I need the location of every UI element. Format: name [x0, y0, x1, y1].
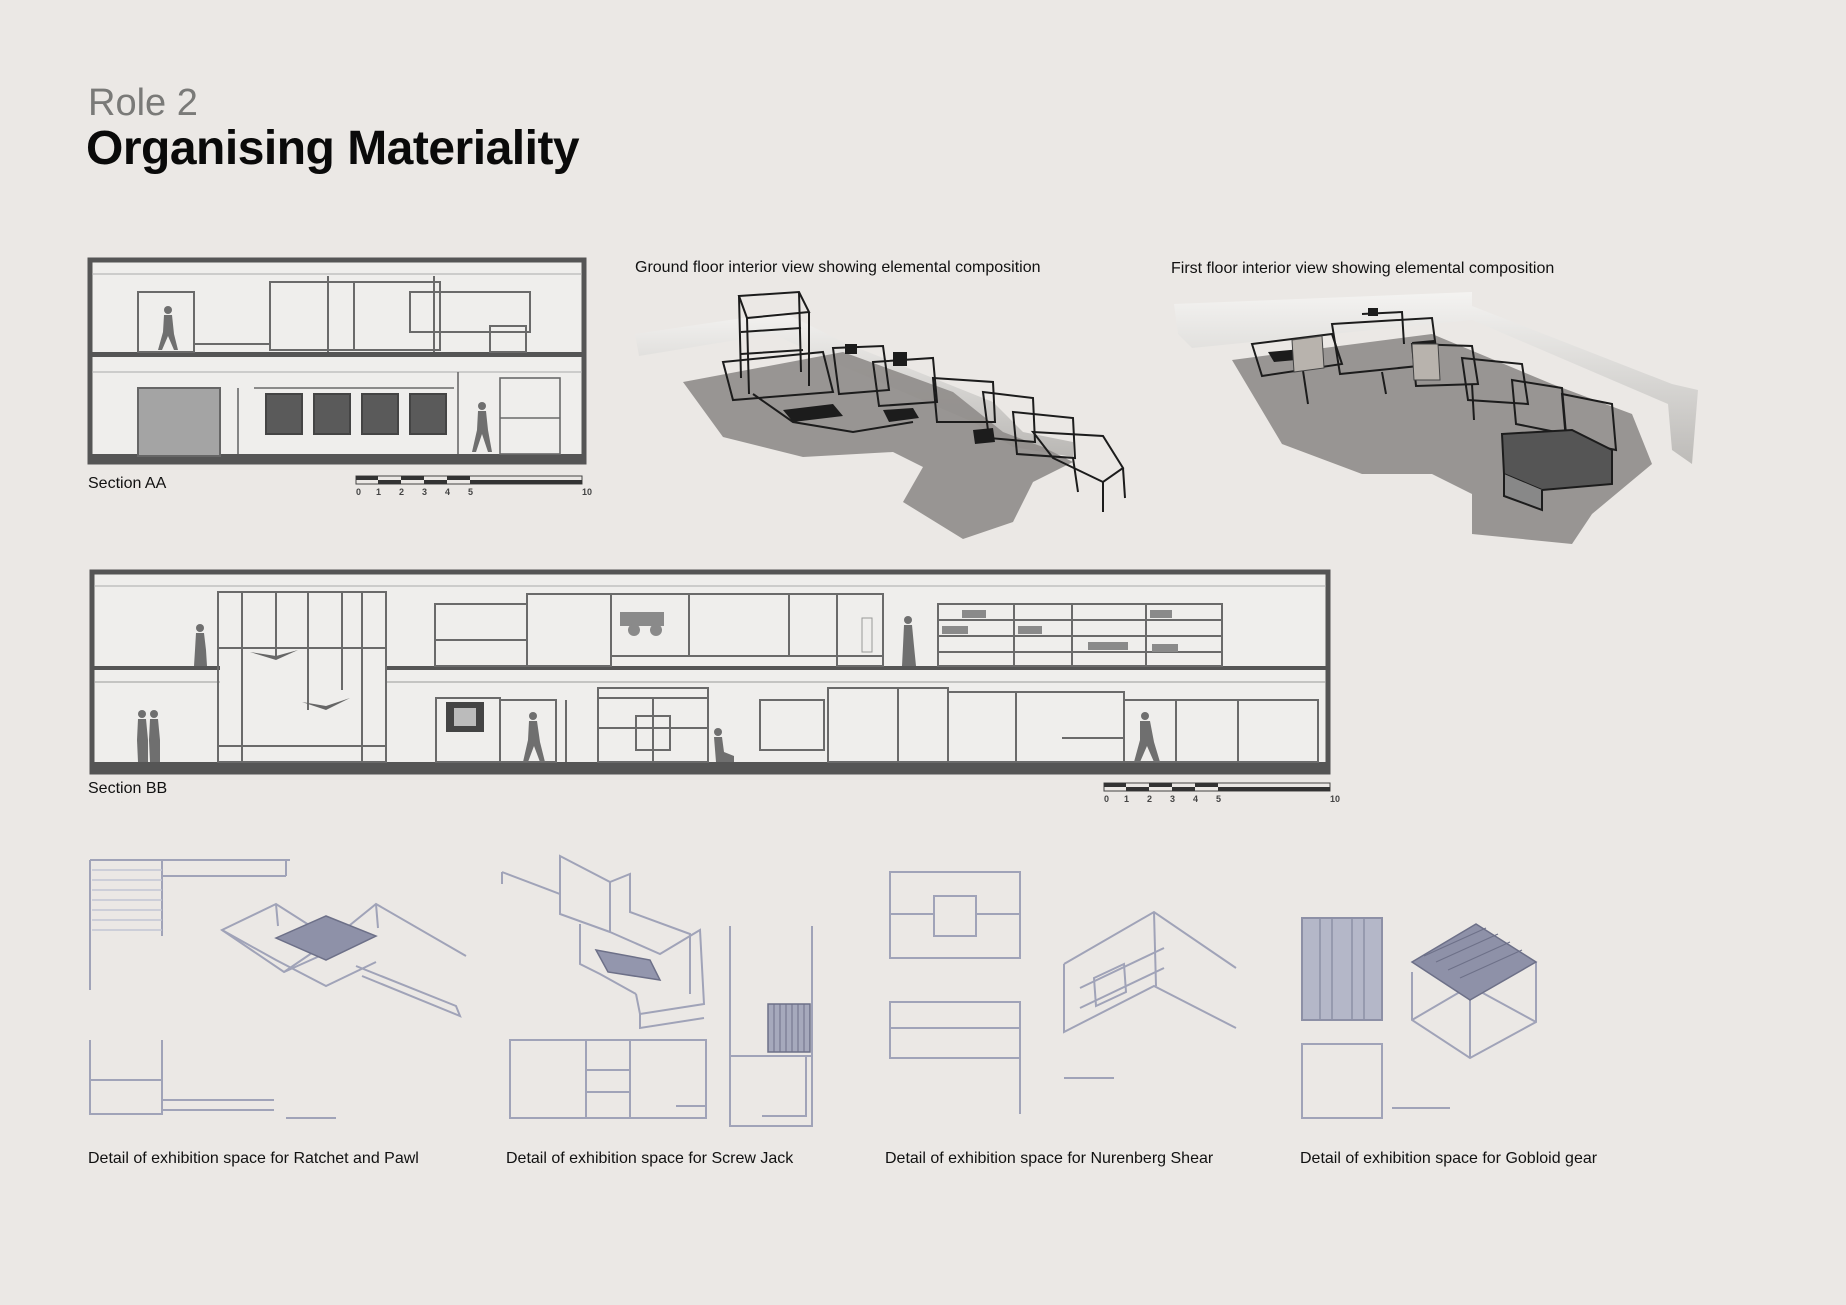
first-floor-interior-view [1174, 292, 1698, 544]
detail-drawing-nurenberg-shear [889, 871, 1237, 1114]
caption-detail-screw: Detail of exhibition space for Screw Jac… [506, 1150, 794, 1167]
scale-label: 3 [422, 487, 427, 497]
caption-detail-nurenberg: Detail of exhibition space for Nurenberg… [885, 1150, 1214, 1167]
scale-label: 2 [1147, 794, 1152, 804]
section-bb-drawing [89, 569, 1331, 775]
scale-label: 4 [1193, 794, 1198, 804]
caption-detail-gobloid: Detail of exhibition space for Gobloid g… [1300, 1150, 1598, 1167]
scale-bar-aa: 0 1 2 3 4 5 10 [355, 475, 592, 497]
scale-bar-bb: 0 1 2 3 4 5 10 [1103, 782, 1340, 804]
ground-floor-interior-view [635, 290, 1126, 539]
scale-label: 10 [582, 487, 592, 497]
scale-label: 1 [376, 487, 381, 497]
page-subtitle: Role 2 [88, 82, 198, 124]
caption-detail-ratchet: Detail of exhibition space for Ratchet a… [88, 1150, 419, 1167]
caption-ground-floor: Ground floor interior view showing eleme… [635, 259, 1041, 276]
page-title: Organising Materiality [86, 122, 580, 175]
scale-label: 10 [1330, 794, 1340, 804]
scale-label: 2 [399, 487, 404, 497]
scale-label: 5 [1216, 794, 1221, 804]
detail-drawing-ratchet-and-pawl [89, 859, 467, 1119]
scale-label: 5 [468, 487, 473, 497]
scale-label: 1 [1124, 794, 1129, 804]
detail-drawing-gobloid-gear [1301, 917, 1538, 1119]
caption-section-aa: Section AA [88, 475, 167, 492]
scale-label: 3 [1170, 794, 1175, 804]
scale-label: 0 [1104, 794, 1109, 804]
detail-drawing-screw-jack [501, 854, 813, 1127]
scale-label: 4 [445, 487, 450, 497]
caption-first-floor: First floor interior view showing elemen… [1171, 260, 1555, 277]
section-aa-drawing [87, 257, 587, 465]
scale-label: 0 [356, 487, 361, 497]
caption-section-bb: Section BB [88, 780, 168, 797]
